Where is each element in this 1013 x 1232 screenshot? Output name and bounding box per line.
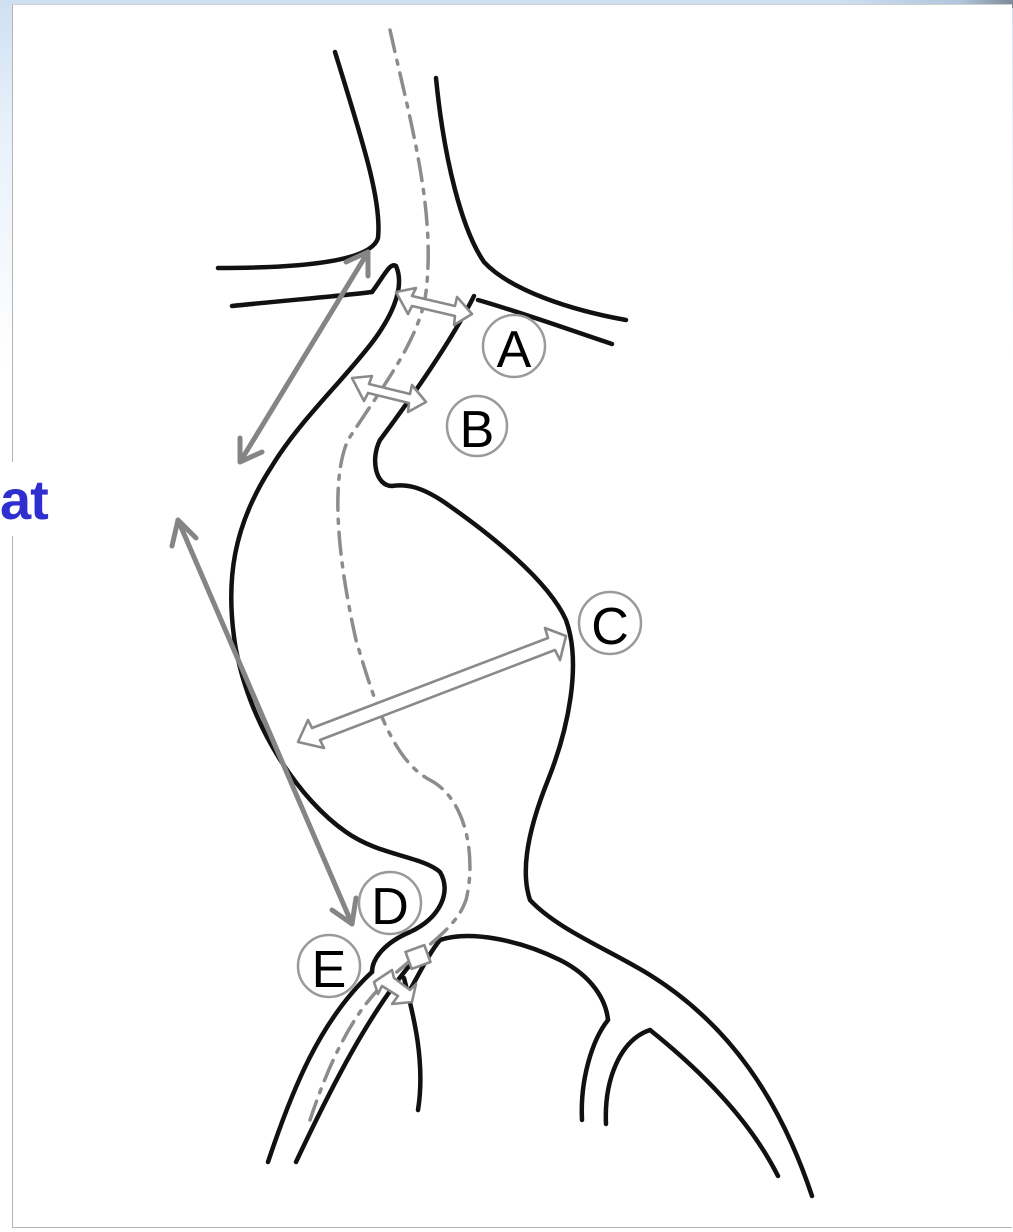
diameter-marker-d xyxy=(406,945,431,969)
diameter-arrow-c xyxy=(298,628,566,748)
marker-e: E xyxy=(298,935,360,999)
marker-a: A xyxy=(483,315,545,379)
aortic-arch-left-wall xyxy=(231,265,444,972)
diameter-arrow-b xyxy=(352,376,426,412)
bifurcation-saddle xyxy=(440,936,608,1020)
left-iliac-outer-wall xyxy=(268,972,372,1162)
diameter-arrow-a xyxy=(396,288,472,325)
marker-c: C xyxy=(579,592,641,656)
marker-c-label: C xyxy=(591,598,629,656)
marker-d: D xyxy=(359,872,421,936)
right-iliac-inner-wall xyxy=(650,1030,778,1176)
vessel-left-upper-wall xyxy=(218,52,379,268)
marker-e-label: E xyxy=(312,941,347,999)
marker-a-label: A xyxy=(497,321,532,379)
marker-b: B xyxy=(447,396,507,459)
arch-length-arrow xyxy=(240,252,368,462)
marker-b-label: B xyxy=(460,401,495,459)
right-internal-iliac-inner-wall xyxy=(606,1030,650,1124)
subclavian-lower-wall xyxy=(232,292,372,306)
aortic-right-wall xyxy=(375,296,812,1196)
vessel-right-upper-wall xyxy=(436,78,626,320)
marker-d-label: D xyxy=(371,878,409,936)
